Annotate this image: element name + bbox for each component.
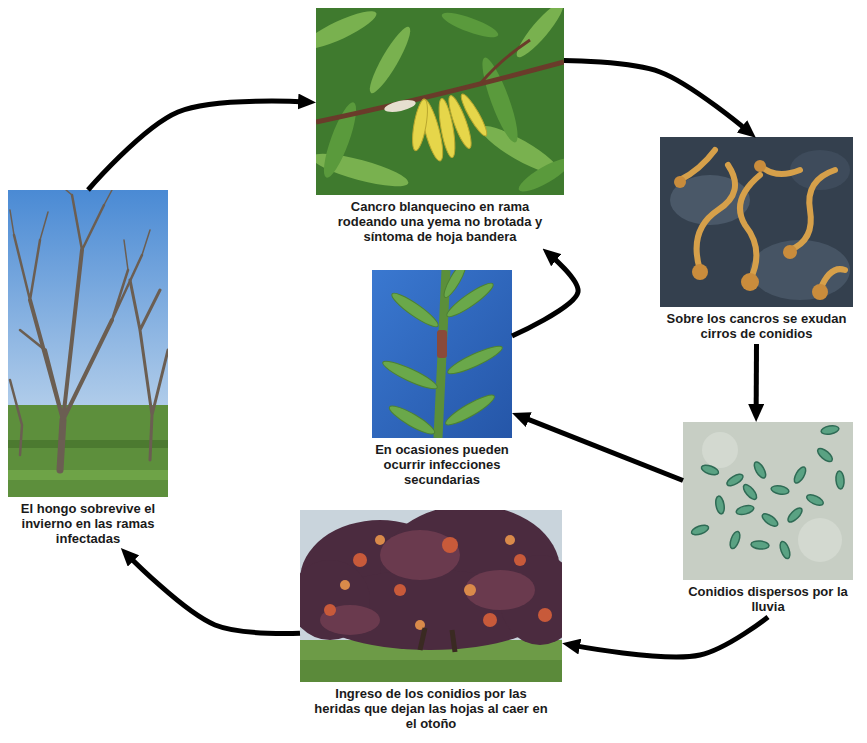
photo-panel: En ocasiones pueden ocurrir infecciones … [372,270,512,490]
caption: Cancro blanquecino en rama rodeando una … [324,199,556,244]
cycle-arrow [512,255,578,336]
photo-panel: Conidios dispersos por la lluvia [683,422,853,617]
cycle-arrow [572,617,768,657]
winter-orchard-photo [8,190,168,497]
autumn-tree-photo [300,510,562,682]
caption: El hongo sobrevive el invierno en las ra… [18,501,158,546]
conidia-micrograph [683,422,853,580]
photo-panel: Cancro blanquecino en rama rodeando una … [316,8,564,247]
cycle-arrow [754,344,759,412]
photo-panel: Ingreso de los conidios por las heridas … [300,510,562,734]
cycle-arrow [521,417,683,481]
cycle-arrow [128,555,300,633]
cirri-photo [660,137,853,307]
photo-panel: El hongo sobrevive el invierno en las ra… [8,190,168,549]
caption: En ocasiones pueden ocurrir infecciones … [372,442,512,487]
shoot-photo [372,270,512,438]
cycle-arrow [88,101,306,190]
canker-branch-photo [316,8,564,195]
caption: Ingreso de los conidios por las heridas … [311,686,551,731]
cycle-arrow [564,61,748,132]
caption: Sobre los cancros se exudan cirros de co… [657,311,857,341]
photo-panel: Sobre los cancros se exudan cirros de co… [655,137,858,344]
caption: Conidios dispersos por la lluvia [683,584,853,614]
